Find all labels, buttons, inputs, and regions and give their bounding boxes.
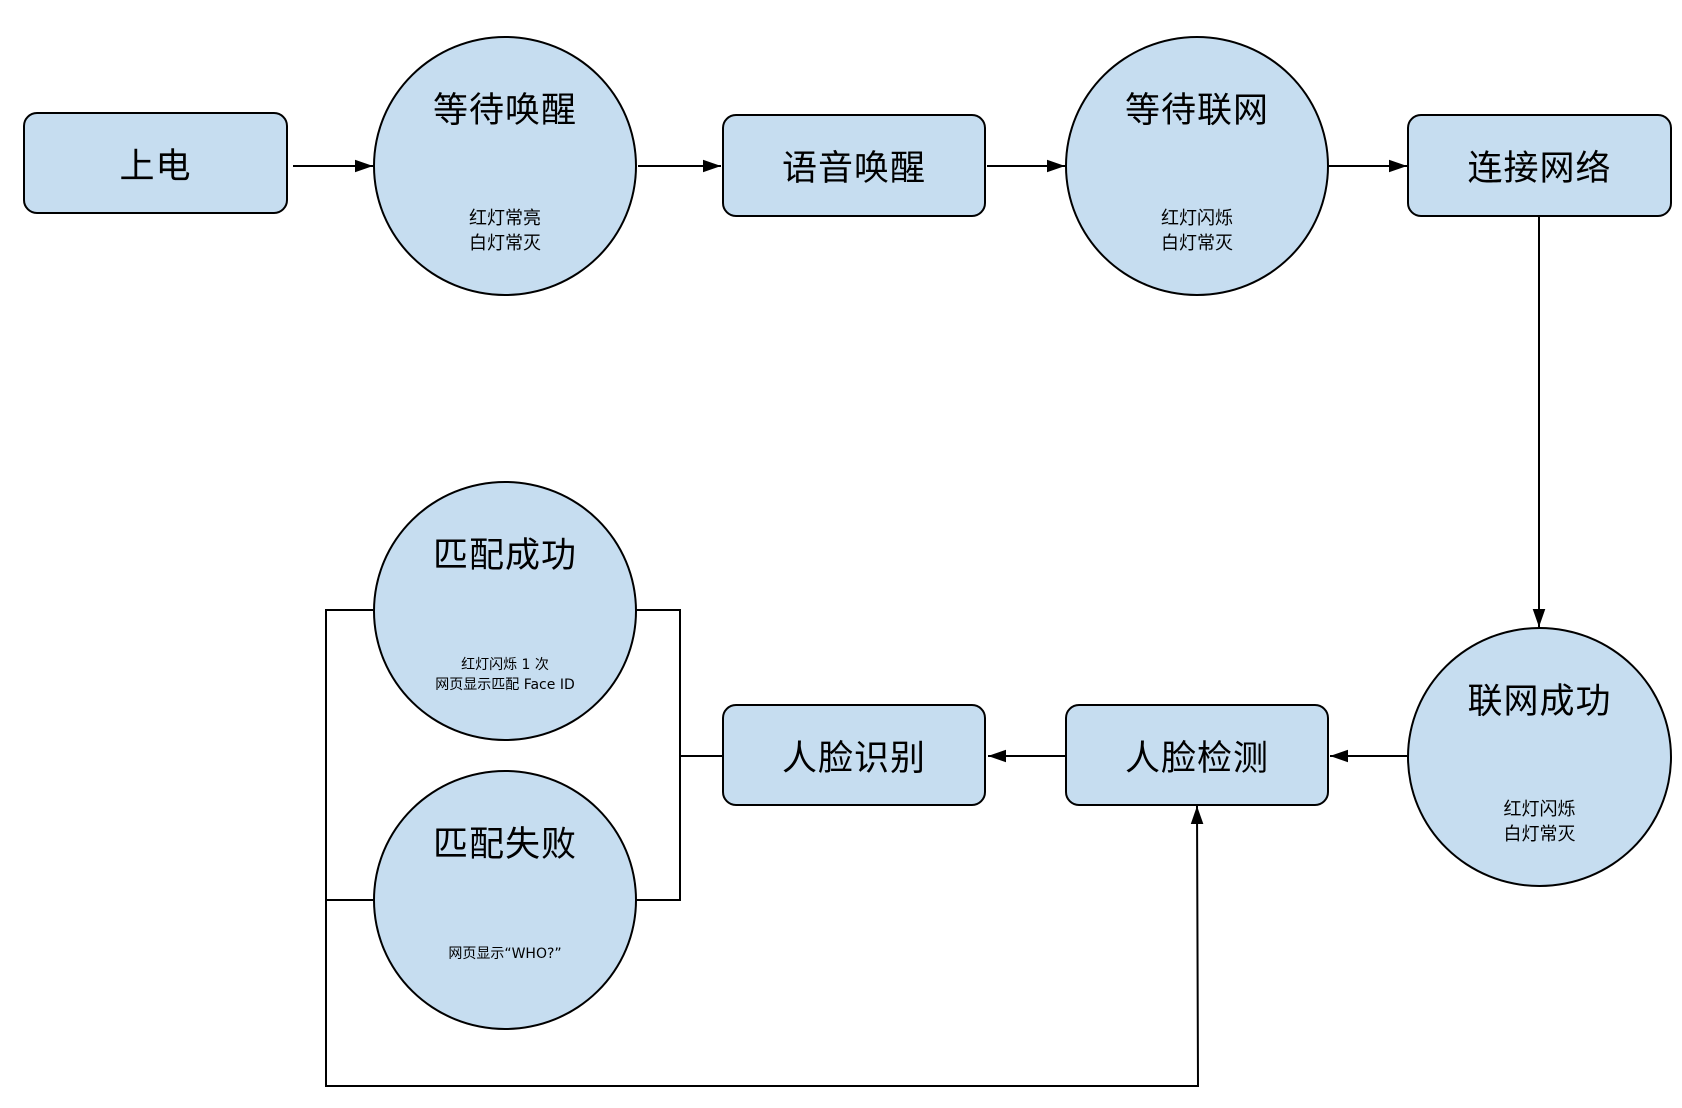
node-status: 红灯闪烁 白灯常灭 [1409,797,1670,847]
status-line: 红灯闪烁 [1503,799,1576,820]
node-power-on: 上电 [23,112,288,214]
node-status: 红灯闪烁 1 次 网页显示匹配 Face ID [375,655,635,695]
node-title: 人脸检测 [1124,738,1269,779]
status-line: 白灯常灭 [469,233,541,254]
node-status: 网页显示“WHO?” [375,944,635,964]
status-line: 红灯闪烁 [1161,208,1233,229]
node-title: 等待唤醒 [432,91,577,131]
bracket-left [325,609,373,901]
node-match-fail: 匹配失败 网页显示“WHO?” [373,770,637,1030]
node-face-detect: 人脸检测 [1065,704,1329,806]
node-voice-wake: 语音唤醒 [722,114,986,217]
node-title: 等待联网 [1124,91,1269,131]
node-match-success: 匹配成功 红灯闪烁 1 次 网页显示匹配 Face ID [373,481,637,741]
bracket-right [635,609,681,901]
node-status: 红灯常亮 白灯常灭 [375,206,635,256]
status-line: 网页显示匹配 Face ID [435,677,575,693]
node-title: 联网成功 [1467,682,1612,722]
status-line: 白灯常灭 [1503,824,1576,845]
node-title: 匹配成功 [432,536,577,576]
node-status: 红灯闪烁 白灯常灭 [1067,206,1327,256]
node-title: 匹配失败 [432,825,577,865]
node-connect-network: 连接网络 [1407,114,1672,217]
status-line: 网页显示“WHO?” [448,946,562,962]
node-network-success: 联网成功 红灯闪烁 白灯常灭 [1407,627,1672,887]
node-title: 连接网络 [1467,149,1612,189]
status-line: 红灯闪烁 1 次 [461,657,549,673]
node-wait-wake: 等待唤醒 红灯常亮 白灯常灭 [373,36,637,296]
node-title: 人脸识别 [781,738,926,779]
node-wait-network: 等待联网 红灯闪烁 白灯常灭 [1065,36,1329,296]
edge-loop-back-to-face-detect [325,805,1204,1087]
status-line: 红灯常亮 [469,208,541,229]
node-face-recognize: 人脸识别 [722,704,986,806]
node-title: 上电 [119,146,192,187]
node-title: 语音唤醒 [781,149,926,189]
status-line: 白灯常灭 [1161,233,1233,254]
